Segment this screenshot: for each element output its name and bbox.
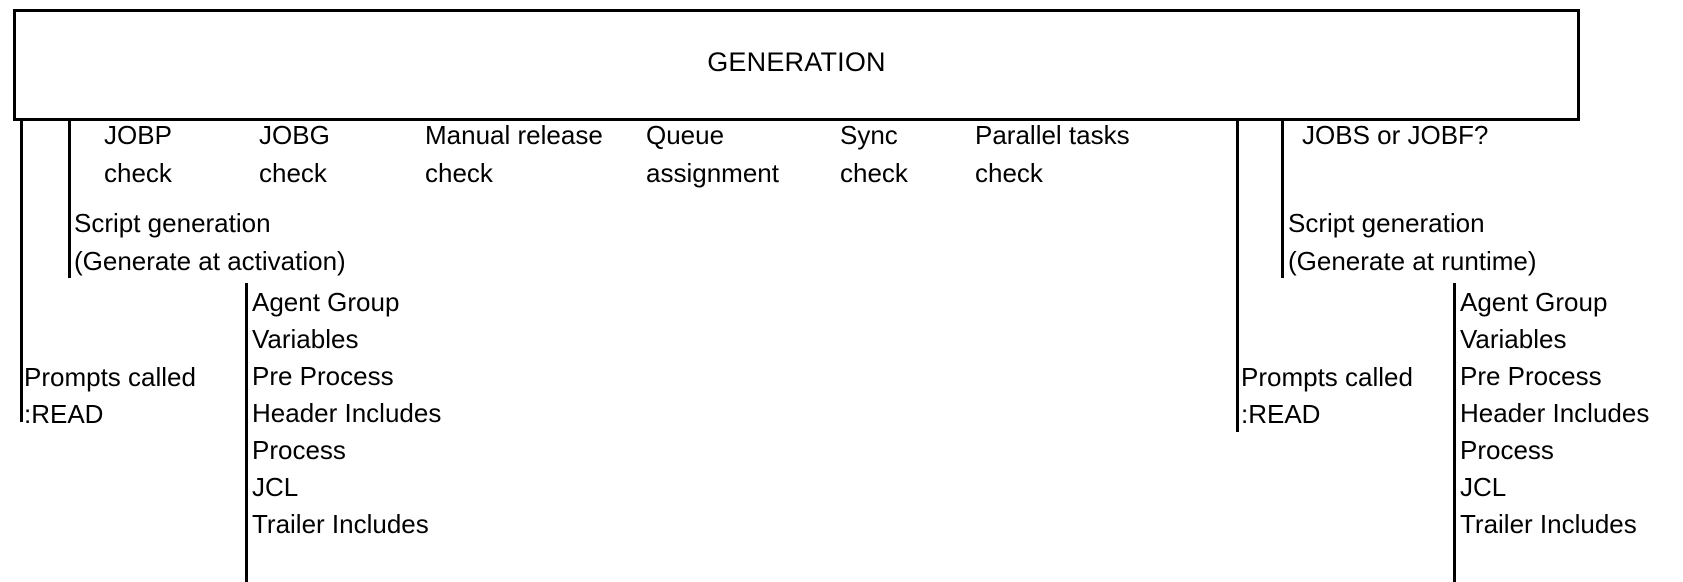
list-item: Pre Process xyxy=(1460,361,1602,391)
left-generated-parts-list: Agent Group Variables Pre Process Header… xyxy=(252,284,441,543)
list-item: Process xyxy=(1460,435,1554,465)
check-column-jobp: JOBP check xyxy=(104,116,172,192)
left-script-generation-line1: Script generation xyxy=(74,208,271,238)
check-column-manual-release-line2: check xyxy=(425,158,493,188)
list-item: Process xyxy=(252,435,346,465)
list-item: Agent Group xyxy=(252,287,400,317)
right-script-generation-line2: (Generate at runtime) xyxy=(1288,246,1537,276)
generation-box: GENERATION xyxy=(13,9,1580,121)
check-column-jobg-line2: check xyxy=(259,158,327,188)
right-generated-parts-list: Agent Group Variables Pre Process Header… xyxy=(1460,284,1649,543)
left-script-generation-line2: (Generate at activation) xyxy=(74,246,346,276)
list-item: Header Includes xyxy=(252,398,442,428)
left-outer-connector-line xyxy=(20,118,23,422)
list-item: Variables xyxy=(252,324,359,354)
check-column-queue: Queue assignment xyxy=(646,116,779,192)
left-items-connector-line xyxy=(245,283,248,582)
list-item: Variables xyxy=(1460,324,1567,354)
check-column-queue-line2: assignment xyxy=(646,158,779,188)
right-script-generation-label: Script generation (Generate at runtime) xyxy=(1288,204,1537,280)
jobs-or-jobf-question: JOBS or JOBF? xyxy=(1302,120,1489,150)
list-item: JCL xyxy=(252,472,299,502)
check-column-sync-line2: check xyxy=(840,158,908,188)
check-column-parallel-tasks-line1: Parallel tasks xyxy=(975,120,1130,150)
check-column-sync-line1: Sync xyxy=(840,120,898,150)
right-script-generation-line1: Script generation xyxy=(1288,208,1485,238)
right-outer-connector-line xyxy=(1236,118,1239,432)
left-prompts-called-line2: :READ xyxy=(24,399,104,429)
list-item: Agent Group xyxy=(1460,287,1608,317)
list-item: Trailer Includes xyxy=(1460,509,1637,539)
check-column-jobg-line1: JOBG xyxy=(259,120,330,150)
check-column-sync: Sync check xyxy=(840,116,908,192)
check-column-parallel-tasks: Parallel tasks check xyxy=(975,116,1130,192)
right-items-connector-line xyxy=(1453,283,1456,582)
list-item: JCL xyxy=(1460,472,1507,502)
right-prompts-called-label: Prompts called :READ xyxy=(1241,359,1413,433)
check-column-jobp-line1: JOBP xyxy=(104,120,172,150)
list-item: Pre Process xyxy=(252,361,394,391)
list-item: Header Includes xyxy=(1460,398,1650,428)
check-column-jobp-line2: check xyxy=(104,158,172,188)
left-prompts-called-line1: Prompts called xyxy=(24,362,196,392)
generation-title: GENERATION xyxy=(707,47,886,77)
right-prompts-called-line1: Prompts called xyxy=(1241,362,1413,392)
check-column-parallel-tasks-line2: check xyxy=(975,158,1043,188)
left-script-generation-label: Script generation (Generate at activatio… xyxy=(74,204,346,280)
list-item: Trailer Includes xyxy=(252,509,429,539)
check-column-jobg: JOBG check xyxy=(259,116,330,192)
left-script-connector-line xyxy=(68,118,71,278)
check-column-manual-release-line1: Manual release xyxy=(425,120,603,150)
right-prompts-called-line2: :READ xyxy=(1241,399,1321,429)
left-prompts-called-label: Prompts called :READ xyxy=(24,359,196,433)
check-column-manual-release: Manual release check xyxy=(425,116,603,192)
check-column-queue-line1: Queue xyxy=(646,120,725,150)
right-script-connector-line xyxy=(1281,118,1284,278)
